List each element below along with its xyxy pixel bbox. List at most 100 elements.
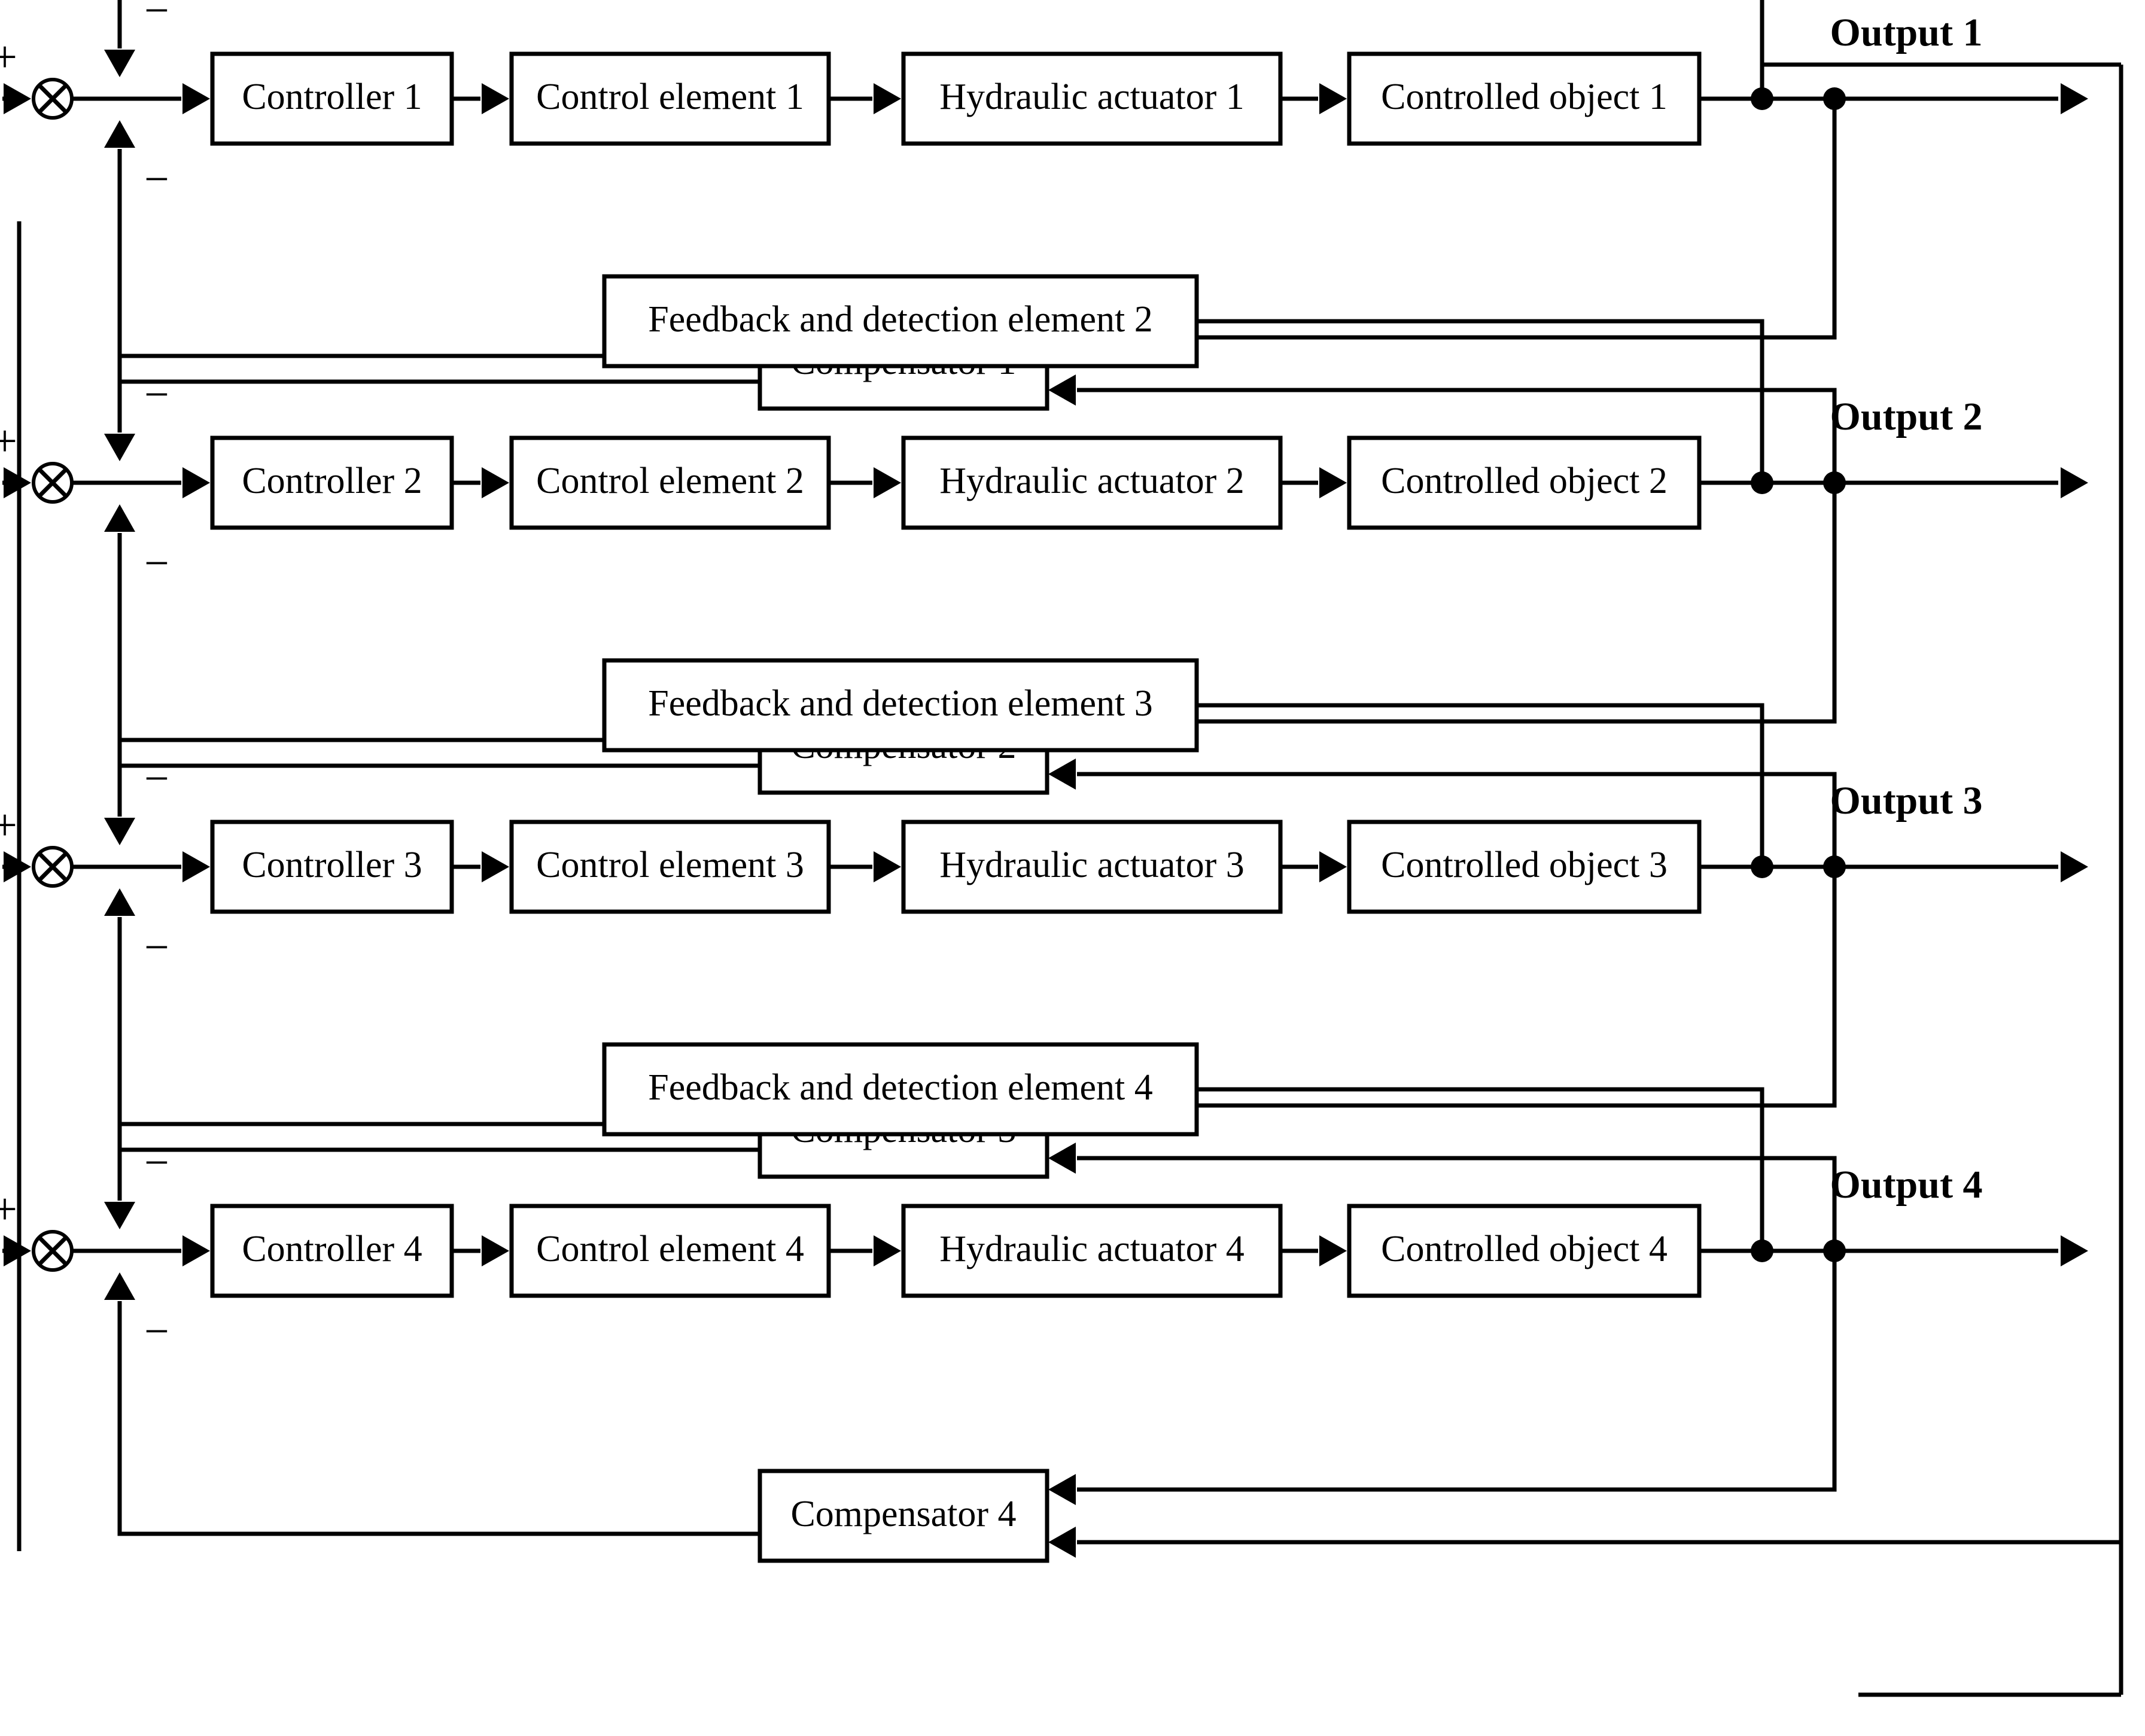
sum-to-controller-arrow bbox=[182, 83, 210, 114]
feedback-element-block[interactable] bbox=[602, 1042, 1199, 1137]
output-label: Output 3 bbox=[1830, 779, 1983, 823]
plant-label: Controlled object 4 bbox=[1381, 1229, 1668, 1269]
summing-junction-cross-b bbox=[37, 83, 68, 114]
controller-label: Controller 2 bbox=[242, 461, 422, 501]
controller-block[interactable] bbox=[210, 820, 454, 914]
plant-block[interactable] bbox=[1347, 435, 1702, 530]
output-label: Output 1 bbox=[1830, 11, 1983, 54]
control-loop-2: + Controller 2 Control element 2 Hydraulic … bbox=[0, 274, 2088, 867]
output-arrow bbox=[2061, 83, 2088, 114]
actuator-label: Hydraulic actuator 2 bbox=[939, 461, 1245, 501]
actuator-to-next-arrow bbox=[1319, 467, 1347, 498]
summing-junction-cross-b bbox=[37, 851, 68, 882]
control_element-to-next-arrow bbox=[874, 83, 901, 114]
compensator-lower-input-arrow bbox=[1048, 759, 1076, 790]
output-label: Output 2 bbox=[1830, 395, 1983, 438]
compensator-to-sum-arrow bbox=[104, 120, 135, 148]
output-arrow bbox=[2061, 851, 2088, 882]
cross-loop-return-wire bbox=[1077, 772, 1837, 867]
global-return-bus bbox=[1762, 62, 2123, 1697]
compensator-block[interactable] bbox=[757, 1469, 1049, 1563]
plant-block[interactable] bbox=[1347, 1204, 1702, 1298]
feedback-element-label: Feedback and detection element 2 bbox=[648, 299, 1153, 340]
compensator-lower-input-arrow bbox=[1048, 374, 1076, 406]
feedback-to-sum-wire bbox=[117, 354, 604, 433]
sum-sign-plus: + bbox=[0, 1185, 17, 1234]
actuator-to-next-arrow bbox=[1319, 851, 1347, 882]
cross-loop-return-wire bbox=[1077, 388, 1837, 483]
plant-label: Controlled object 2 bbox=[1381, 461, 1668, 501]
feedback-to-sum-arrow bbox=[104, 434, 135, 461]
compensator-upper-input-arrow bbox=[1048, 1474, 1076, 1505]
control_element-block[interactable] bbox=[509, 51, 831, 146]
output-to-feedback-wire bbox=[1197, 1087, 1764, 1251]
controller-label: Controller 4 bbox=[242, 1229, 422, 1269]
controller-label: Controller 1 bbox=[242, 77, 422, 117]
actuator-to-next-arrow bbox=[1319, 1235, 1347, 1266]
feedback-to-sum-arrow bbox=[104, 1202, 135, 1229]
output-arrow bbox=[2061, 1235, 2088, 1266]
plant-label: Controlled object 3 bbox=[1381, 845, 1668, 885]
reference-input-arrow bbox=[4, 851, 31, 882]
actuator-label: Hydraulic actuator 1 bbox=[939, 77, 1245, 117]
actuator-block[interactable] bbox=[901, 51, 1283, 146]
controller-block[interactable] bbox=[210, 51, 454, 146]
reference-input-arrow bbox=[4, 1235, 31, 1266]
actuator-block[interactable] bbox=[901, 435, 1283, 530]
sum-sign-minus-bottom: − bbox=[144, 539, 169, 588]
control_element-to-next-arrow bbox=[874, 1235, 901, 1266]
feedback-element-block[interactable] bbox=[602, 658, 1199, 753]
summing-junction-cross-b bbox=[37, 467, 68, 498]
compensator-to-sum-arrow bbox=[104, 888, 135, 916]
output-to-feedback-wire bbox=[1760, 0, 1764, 99]
controller-to-next-arrow bbox=[482, 1235, 509, 1266]
sum-sign-minus-top: − bbox=[144, 1138, 169, 1187]
controller-to-next-arrow bbox=[482, 851, 509, 882]
control_element-label: Control element 4 bbox=[536, 1229, 804, 1269]
sum-sign-minus-top: − bbox=[144, 754, 169, 803]
sum-to-controller-arrow bbox=[182, 1235, 210, 1266]
sum-to-controller-arrow bbox=[182, 851, 210, 882]
sum-sign-plus: + bbox=[0, 801, 17, 850]
summing-junction-cross-b bbox=[37, 1235, 68, 1266]
output-to-compensator-wire bbox=[1077, 483, 1837, 724]
plant-block[interactable] bbox=[1347, 51, 1702, 146]
controller-to-next-arrow bbox=[482, 467, 509, 498]
output-to-feedback-wire bbox=[1197, 319, 1764, 483]
control_element-to-next-arrow bbox=[874, 467, 901, 498]
sum-sign-plus: + bbox=[0, 417, 17, 466]
cross-loop-return-wire bbox=[1077, 1156, 1837, 1251]
compensator-to-sum-arrow bbox=[104, 1272, 135, 1300]
sum-sign-minus-bottom: − bbox=[144, 923, 169, 972]
feedback-to-sum-wire bbox=[117, 738, 604, 817]
output-arrow bbox=[2061, 467, 2088, 498]
feedback-element-label: Feedback and detection element 3 bbox=[648, 683, 1153, 724]
controller-to-next-arrow bbox=[482, 83, 509, 114]
controller-block[interactable] bbox=[210, 435, 454, 530]
feedback-to-sum-arrow bbox=[104, 818, 135, 845]
reference-input-arrow bbox=[4, 467, 31, 498]
sum-sign-minus-bottom: − bbox=[144, 1307, 169, 1356]
actuator-block[interactable] bbox=[901, 820, 1283, 914]
actuator-to-next-arrow bbox=[1319, 83, 1347, 114]
sum-to-controller-arrow bbox=[182, 467, 210, 498]
output-to-compensator-wire bbox=[1077, 1251, 1837, 1492]
control_element-label: Control element 3 bbox=[536, 845, 804, 885]
feedback-element-block[interactable] bbox=[602, 274, 1199, 368]
compensator-lower-input-arrow bbox=[1048, 1143, 1076, 1174]
control_element-label: Control element 2 bbox=[536, 461, 804, 501]
feedback-to-sum-arrow bbox=[104, 50, 135, 77]
sum-sign-minus-top: − bbox=[144, 370, 169, 419]
compensator-label: Compensator 4 bbox=[790, 1494, 1016, 1534]
control_element-to-next-arrow bbox=[874, 851, 901, 882]
compensator-lower-input-arrow bbox=[1048, 1527, 1076, 1558]
feedback-to-sum-wire bbox=[117, 0, 122, 48]
plant-block[interactable] bbox=[1347, 820, 1702, 914]
sum-sign-plus: + bbox=[0, 33, 17, 82]
control_element-block[interactable] bbox=[509, 820, 831, 914]
reference-input-arrow bbox=[4, 83, 31, 114]
